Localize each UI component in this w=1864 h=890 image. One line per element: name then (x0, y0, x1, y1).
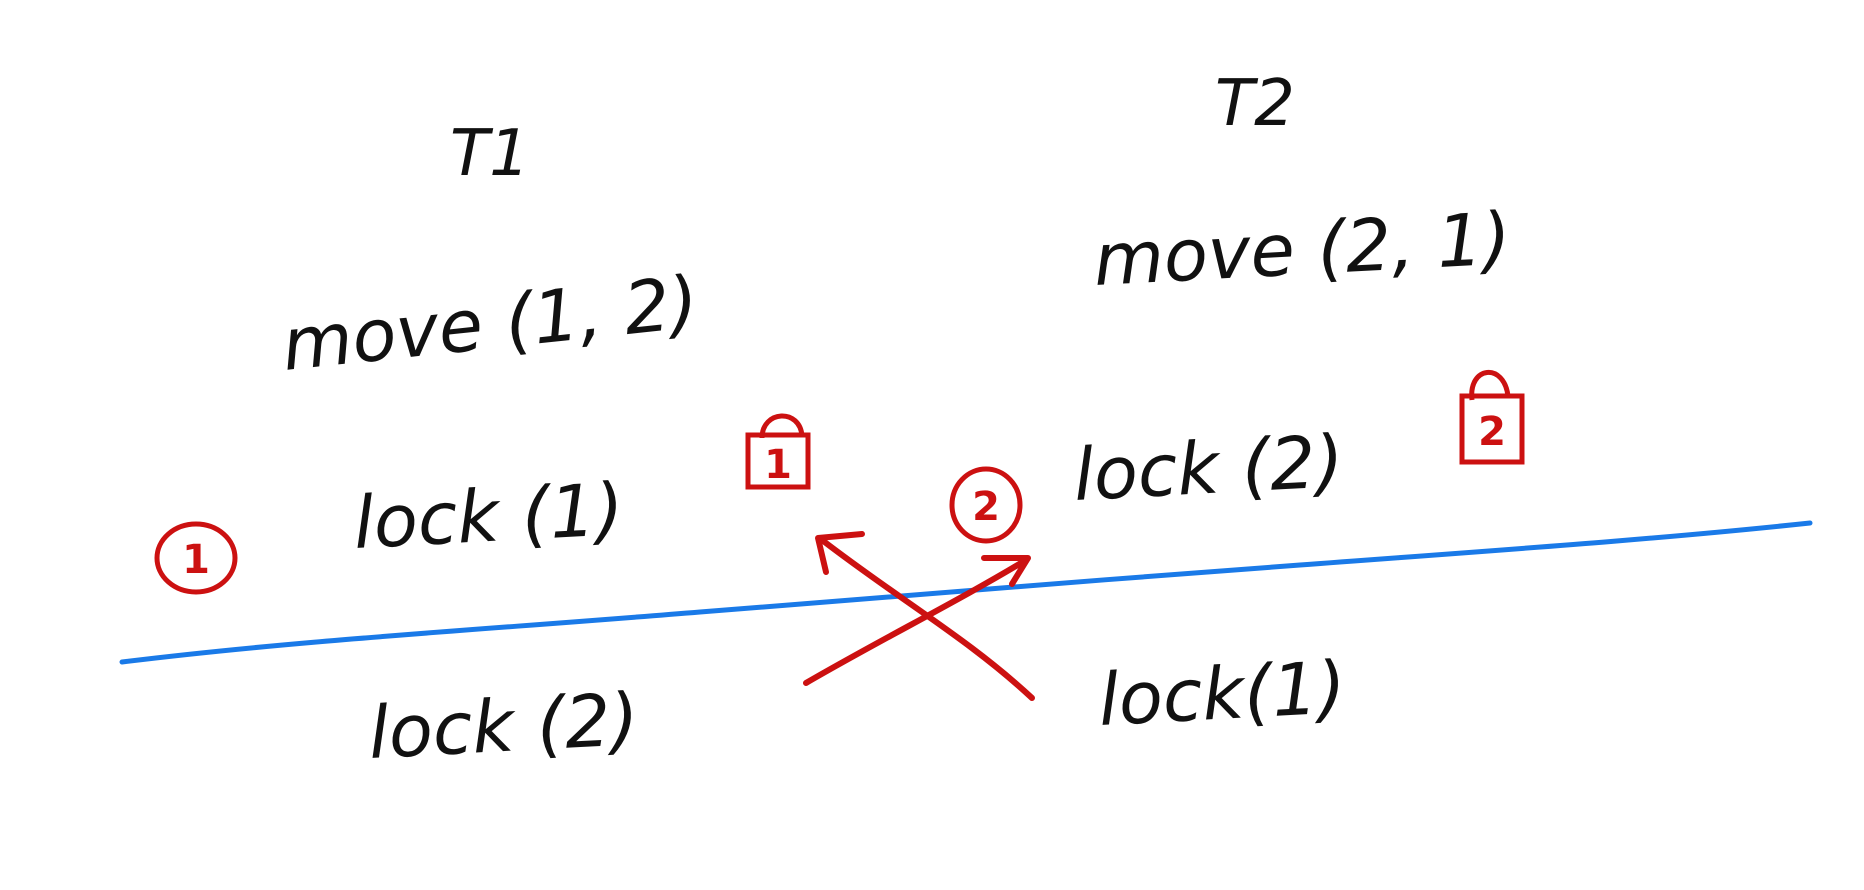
t2-lock-badge-label: 2 (1478, 409, 1506, 455)
t1-second-lock: lock (2) (366, 677, 640, 775)
wait-arrow-t2-to-t1-head (815, 531, 865, 575)
padlock-icon: 2 (1459, 369, 1525, 465)
t1-lock-badge-label: 1 (764, 442, 792, 488)
t1-header: T1 (450, 117, 530, 191)
t1-first-lock: lock (1) (351, 467, 625, 565)
cross-arrow-icon (803, 531, 1035, 701)
wait-arrow-t1-to-t2 (803, 557, 1029, 686)
t1-step-marker-label: 1 (182, 537, 210, 583)
t1-call: move (1, 2) (278, 260, 702, 387)
t2-call: move (2, 1) (1091, 196, 1512, 302)
divider-line (119, 520, 1813, 665)
t2-header: T2 (1215, 67, 1295, 141)
t2-step-marker-label: 2 (972, 484, 1000, 530)
t2-second-lock: lock(1) (1096, 645, 1347, 742)
padlock-icon: 1 (745, 413, 811, 490)
t1-step-marker: 1 (154, 521, 238, 595)
wait-arrow-t2-to-t1 (819, 537, 1035, 701)
t2-step-marker: 2 (949, 466, 1023, 544)
t2-first-lock: lock (2) (1071, 419, 1345, 517)
wait-arrow-t1-to-t2-head (981, 555, 1031, 587)
